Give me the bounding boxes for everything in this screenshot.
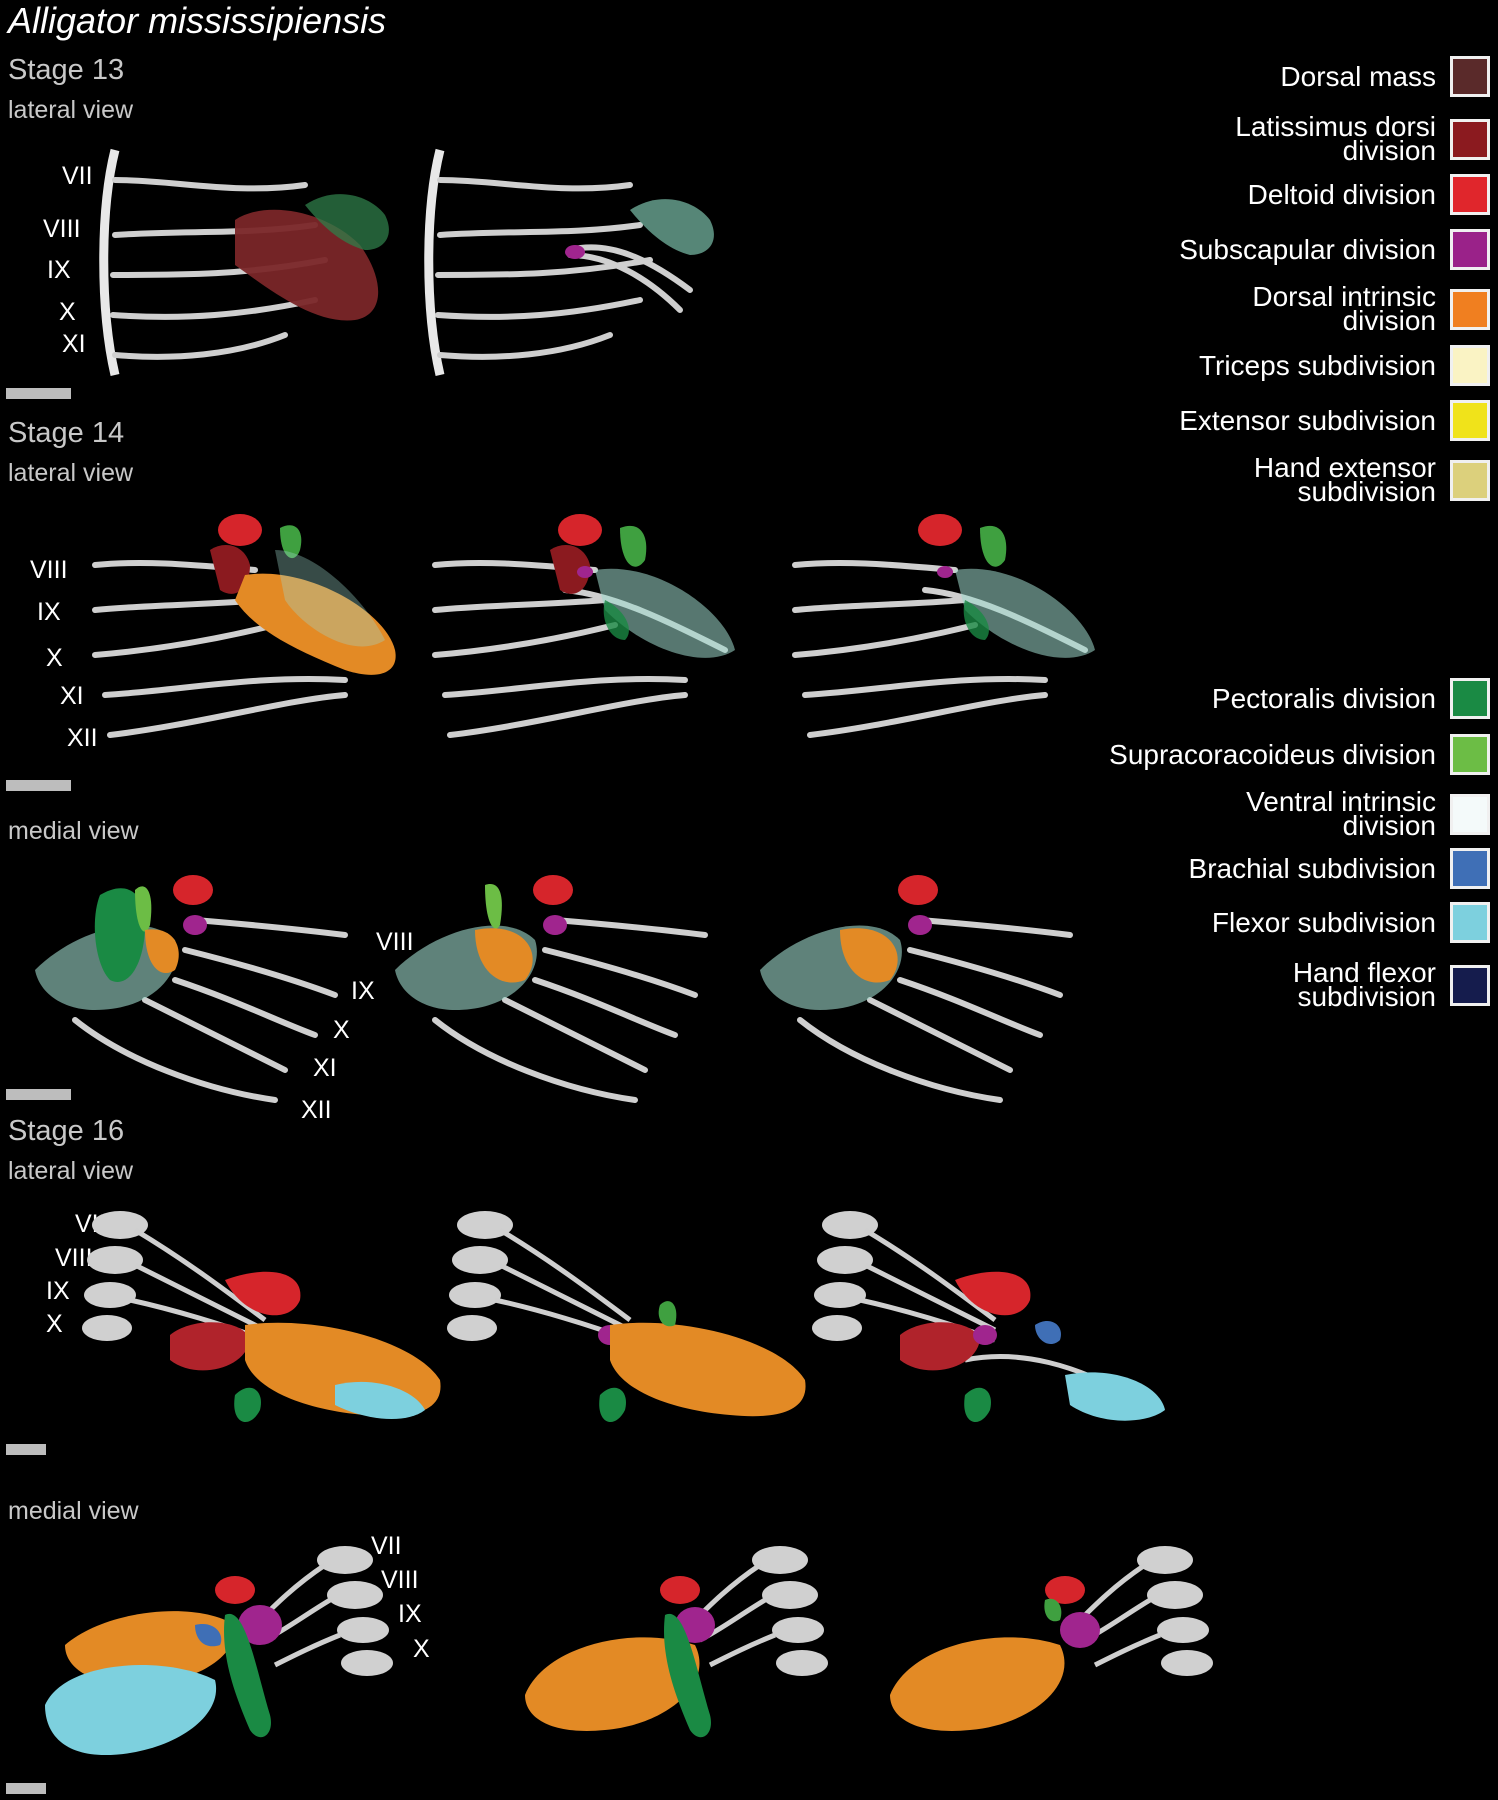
legend-item: Deltoid division bbox=[1248, 174, 1490, 215]
scale-bar bbox=[6, 1444, 46, 1455]
legend-label: Subscapular division bbox=[1179, 233, 1436, 265]
legend-swatch bbox=[1450, 964, 1490, 1006]
legend-item: Extensor subdivision bbox=[1179, 400, 1490, 441]
stage-14-medial-panel-3 bbox=[760, 875, 1073, 1103]
stage-13-lateral-muscles-panel bbox=[99, 148, 389, 377]
rib-label: IX bbox=[398, 1600, 422, 1628]
rib-label: X bbox=[46, 644, 63, 672]
legend-swatch bbox=[1450, 902, 1490, 943]
stage-13-lateral-nerves-panel bbox=[424, 148, 714, 377]
stage-14-label: Stage 14 bbox=[8, 417, 125, 449]
legend-label: Pectoralis division bbox=[1211, 682, 1436, 714]
legend-item: Hand extensor subdivision bbox=[1253, 452, 1490, 507]
scale-bar bbox=[6, 1783, 46, 1794]
stage-14-medial-view-label: medial view bbox=[8, 817, 139, 845]
legend-swatch bbox=[1450, 345, 1490, 386]
legend-item: Hand flexor subdivision bbox=[1292, 957, 1490, 1012]
stage-14-lateral-panel-3 bbox=[792, 514, 1095, 738]
stage-16-medial-panel-3 bbox=[890, 1546, 1213, 1731]
rib-label: IX bbox=[47, 256, 71, 284]
rib-label: X bbox=[413, 1635, 430, 1663]
figure-title: Alligator mississipiensis bbox=[8, 0, 387, 41]
rib-label: XI bbox=[62, 330, 86, 358]
stage-13-lateral-view-label: lateral view bbox=[8, 96, 134, 124]
legend-item: Pectoralis division bbox=[1212, 678, 1490, 719]
stage-13-label: Stage 13 bbox=[8, 54, 125, 86]
legend-label: Deltoid division bbox=[1247, 178, 1436, 210]
legend-swatch bbox=[1450, 400, 1490, 441]
rib-label: XI bbox=[60, 682, 84, 710]
stage-16-medial-view-label: medial view bbox=[8, 1497, 139, 1525]
legend-item: Subscapular division bbox=[1179, 229, 1490, 270]
rib-label: IX bbox=[37, 598, 61, 626]
legend-swatch bbox=[1450, 734, 1490, 775]
rib-label: X bbox=[333, 1016, 350, 1044]
rib-label: XII bbox=[301, 1096, 332, 1124]
legend-label: Dorsal mass bbox=[1280, 60, 1436, 92]
legend-swatch bbox=[1450, 793, 1490, 835]
rib-label: VIII bbox=[43, 215, 81, 243]
legend-item: Triceps subdivision bbox=[1199, 345, 1490, 386]
rib-label: VII bbox=[62, 162, 93, 190]
legend-item: Latissimus dorsi division bbox=[1235, 111, 1490, 166]
stage-16-medial-panel-1 bbox=[45, 1546, 393, 1755]
legend-label: Extensor subdivision bbox=[1179, 404, 1436, 436]
legend-item: Dorsal mass bbox=[1280, 56, 1490, 97]
stage-16-medial-panel-2 bbox=[525, 1546, 828, 1738]
legend-item: Brachial subdivision bbox=[1189, 848, 1490, 889]
legend-label: Flexor subdivision bbox=[1211, 906, 1436, 938]
legend-label: Hand extensor subdivision bbox=[1253, 452, 1436, 507]
legend-swatch bbox=[1450, 229, 1490, 270]
legend-label: Triceps subdivision bbox=[1198, 349, 1436, 381]
rib-label: VIII bbox=[30, 556, 68, 584]
legend-label: Supracoracoideus division bbox=[1109, 738, 1436, 770]
rib-label: X bbox=[46, 1310, 63, 1338]
scale-bar bbox=[6, 388, 71, 399]
legend-swatch bbox=[1450, 459, 1490, 501]
legend-item: Supracoracoideus division bbox=[1109, 734, 1490, 775]
rib-label: VIII bbox=[376, 928, 414, 956]
legend-swatch bbox=[1450, 56, 1490, 97]
legend-swatch bbox=[1450, 848, 1490, 889]
stage-16-lateral-panel-3 bbox=[812, 1211, 1165, 1422]
legend-swatch bbox=[1450, 288, 1490, 330]
stage-16-lateral-panel-1 bbox=[82, 1211, 441, 1422]
scale-bar bbox=[6, 780, 71, 791]
rib-label: IX bbox=[351, 977, 375, 1005]
rib-label: VII bbox=[371, 1532, 402, 1560]
legend-label: Ventral intrinsic division bbox=[1246, 786, 1436, 841]
legend-swatch bbox=[1450, 678, 1490, 719]
stage-14-lateral-panel-2 bbox=[432, 514, 735, 738]
legend-item: Flexor subdivision bbox=[1212, 902, 1490, 943]
rib-label: X bbox=[59, 298, 76, 326]
legend-label: Latissimus dorsi division bbox=[1235, 111, 1436, 166]
stage-14-medial-panel-1 bbox=[35, 875, 348, 1103]
legend-item: Ventral intrinsic division bbox=[1246, 786, 1490, 841]
rib-label: XI bbox=[313, 1054, 337, 1082]
stage-16-lateral-panel-2 bbox=[447, 1211, 806, 1422]
stage-14-lateral-panel-1 bbox=[92, 514, 396, 738]
legend-swatch bbox=[1450, 118, 1490, 160]
legend-item: Dorsal intrinsic division bbox=[1252, 281, 1490, 336]
stage-16-label: Stage 16 bbox=[8, 1115, 125, 1147]
legend-label: Hand flexor subdivision bbox=[1292, 957, 1436, 1012]
rib-label: IX bbox=[46, 1277, 70, 1305]
stage-14-medial-panel-2 bbox=[395, 875, 708, 1103]
rib-label: VIII bbox=[55, 1244, 93, 1272]
rib-label: XII bbox=[67, 724, 98, 752]
legend-label: Dorsal intrinsic division bbox=[1252, 281, 1436, 336]
legend-label: Brachial subdivision bbox=[1188, 852, 1436, 884]
stage-14-lateral-view-label: lateral view bbox=[8, 459, 134, 487]
rib-label: VIII bbox=[381, 1566, 419, 1594]
legend-swatch bbox=[1450, 174, 1490, 215]
stage-16-lateral-view-label: lateral view bbox=[8, 1157, 134, 1185]
scale-bar bbox=[6, 1089, 71, 1100]
